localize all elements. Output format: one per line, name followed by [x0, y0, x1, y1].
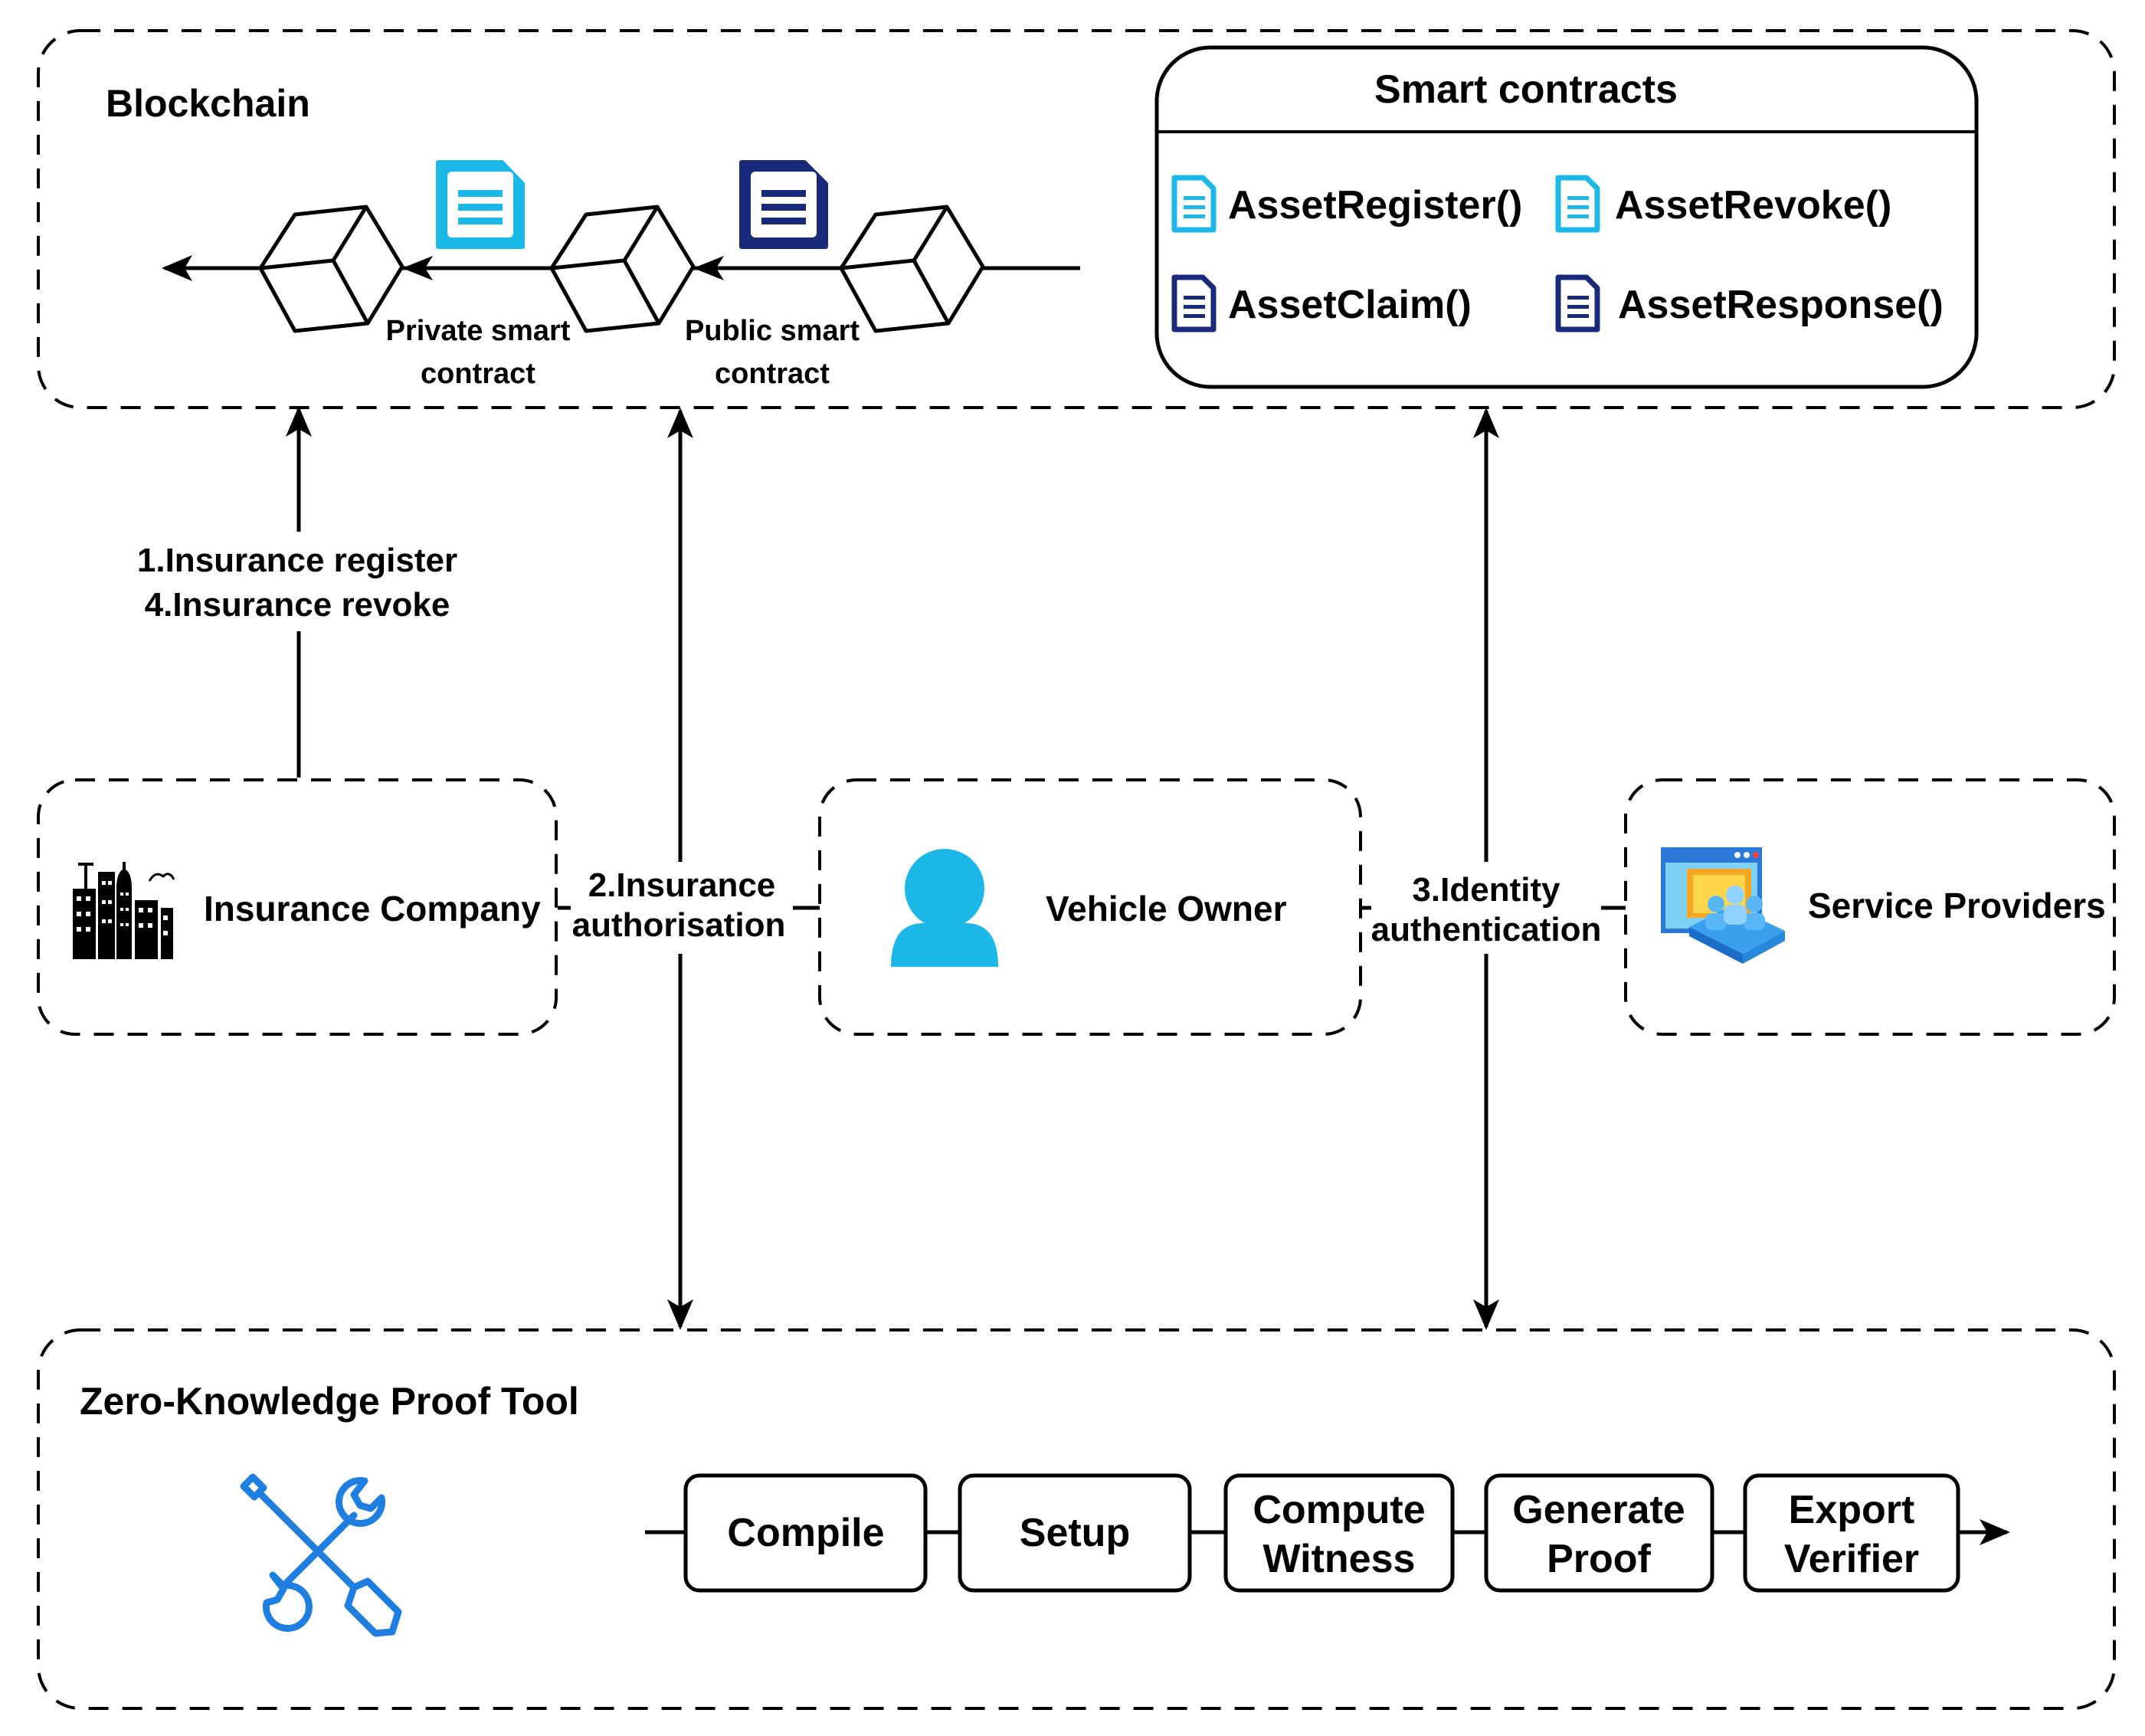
insurance-company-label: Insurance Company: [204, 889, 541, 929]
doc-icon: [1171, 274, 1217, 332]
register-label: 1.Insurance register: [137, 542, 457, 579]
chain-arrow-head: [693, 256, 724, 280]
private-contract-label: contract: [421, 358, 535, 390]
chain-arrow-head: [402, 256, 433, 280]
step-label: Export: [1789, 1488, 1915, 1532]
blockchain-title: Blockchain: [106, 82, 310, 125]
step-label: Compile: [727, 1511, 884, 1555]
building-icon: [73, 862, 175, 959]
zkp-title: Zero-Knowledge Proof Tool: [80, 1380, 579, 1423]
zkp-step-export-verifier: Export Verifier: [1743, 1473, 1960, 1593]
doc-icon: [1555, 175, 1600, 233]
step-label: Verifier: [1784, 1537, 1919, 1581]
service-providers-label: Service Providers: [1808, 886, 2106, 925]
function-asset-register: AssetRegister(): [1228, 183, 1522, 228]
function-asset-revoke: AssetRevoke(): [1615, 183, 1891, 228]
step-label: Setup: [1020, 1511, 1130, 1555]
doc-icon: [1171, 175, 1217, 233]
step-label: Compute: [1253, 1488, 1425, 1532]
step-label: Proof: [1547, 1537, 1651, 1581]
vehicle-owner-label: Vehicle Owner: [1046, 889, 1287, 929]
authorisation-label: 2.Insurance: [588, 866, 776, 904]
tools-icon: [240, 1473, 402, 1637]
smart-contracts-title: Smart contracts: [1374, 67, 1678, 112]
zkp-container: [37, 1328, 2116, 1710]
public-contract-doc-icon: [739, 160, 828, 249]
smart-contracts-box: [1154, 45, 1979, 389]
public-contract-label: contract: [715, 358, 830, 390]
vehicle-owner-box: [818, 778, 1362, 1036]
authorisation-label: authorisation: [572, 906, 786, 944]
identity-label: 3.Identity: [1412, 871, 1560, 909]
step-label: Witness: [1263, 1537, 1416, 1581]
zkp-step-compile: Compile: [683, 1473, 928, 1593]
service-provider-icon: [1661, 847, 1785, 964]
block-cube-icon: [258, 205, 985, 333]
private-contract-label: Private smart: [386, 315, 571, 347]
function-asset-claim: AssetClaim(): [1228, 283, 1472, 327]
zkp-step-compute-witness: Compute Witness: [1223, 1473, 1455, 1593]
public-contract-label: Public smart: [685, 315, 860, 347]
step-label: Generate: [1512, 1488, 1685, 1532]
zkp-step-setup: Setup: [958, 1473, 1192, 1593]
zkp-step-generate-proof: Generate Proof: [1484, 1473, 1714, 1593]
private-contract-doc-icon: [436, 160, 525, 249]
insurance-company-box: [37, 778, 558, 1036]
doc-icon: [1555, 274, 1600, 332]
revoke-label: 4.Insurance revoke: [145, 586, 450, 624]
person-icon: [891, 849, 998, 967]
blockchain-container: [37, 29, 2116, 409]
function-asset-response: AssetResponse(): [1618, 283, 1944, 327]
service-providers-box: [1624, 778, 2116, 1036]
identity-label: authentication: [1371, 911, 1602, 948]
